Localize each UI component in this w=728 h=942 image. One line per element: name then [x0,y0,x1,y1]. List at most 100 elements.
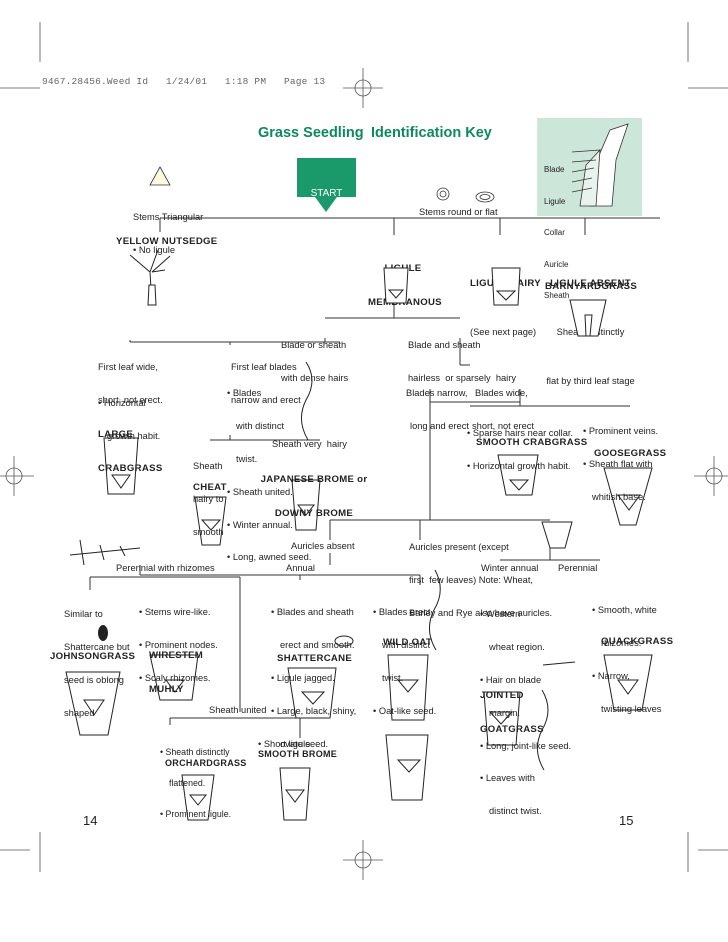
orchardgrass: ORCHARDGRASS [165,758,247,768]
page-number-left: 14 [83,813,98,828]
wildoat-bullet-2: with distinct [382,639,431,650]
print-slug: 9467.28456.Weed Id 1/24/01 1:18 PM Page … [42,76,326,87]
goose-bullet-1: • Prominent veins. [583,425,659,436]
wild-oat: WILD OAT [383,637,433,648]
seedling-drawing-icon [129,249,171,306]
goose-bullets: • Prominent veins. • Sheath flat with wh… [583,404,658,514]
shatter-bullets: • Blades and sheath erect and smooth. • … [271,585,356,761]
narrow-bullet-2: with distinct [236,420,285,431]
goosegrass: GOOSEGRASS [594,448,667,459]
japanese-brome: JAPANESE BROME or DOWNY BROME [259,451,369,530]
seedling-drawing-icon [287,667,337,719]
quackgrass: QUACKGRASS [601,636,674,647]
japanese-brome-line1: JAPANESE BROME or [260,473,368,485]
smooth-brome: SMOOTH BROME [258,749,338,759]
goose-bullet-2: • Sheath flat with [583,458,653,469]
goose-bullet-3: whitish base. [592,491,646,502]
ligule-hairy-line1: LIGULE HAIRY [470,277,541,289]
narrow-bullet-3: twist. [236,453,258,464]
seedling-drawing-icon [569,299,607,337]
japanese-brome-line2: DOWNY BROME [274,507,354,519]
wirestem-muhly: WIRESTEM MUHLY [149,627,203,706]
label-auricle: Auricle [544,259,569,269]
blades-narrow-line1: Blades narrow, [406,387,468,398]
barnyardgrass: BARNYARDGRASS [545,281,638,292]
blade-dense-hairs-line2: with dense hairs [281,372,349,383]
quack-bullet-4: twisting leaves [601,703,662,714]
annual: Annual [286,563,315,573]
ligule-hairy: LIGULE HAIRY (See next page) [470,240,541,357]
sparse-bullets: • Sparse hairs near collar. • Horizontal… [467,406,573,483]
western-bullets: • Western wheat region. • Hair on blade … [480,587,571,828]
horizontal-habit-line2: growth habit. [107,430,161,441]
seedling-drawing-icon [383,267,409,304]
blades-narrow-line2: long and erect [410,420,469,431]
narrow-bullet-6: • Long, awned seed. [227,552,312,563]
registration-mark-icon [343,68,383,108]
seedling-drawing-icon [149,654,199,701]
seedling-drawing-icon [387,654,429,721]
seed-icon [334,635,354,647]
first-leaf-narrow-line2: narrow and erect [231,394,301,405]
shattercane: SHATTERCANE [277,653,353,664]
blades-wide-line1: Blades wide, [475,387,528,398]
similar-line-4: shaped [64,707,95,718]
horizontal-habit: • Horizontal growth habit. [98,376,160,453]
seed-icon [98,625,108,641]
ligule-absent: LIGULE ABSENT Sheath distinctly flat by … [543,240,638,405]
triangle-stem-icon [149,166,171,186]
first-leaf-narrow-line1: First leaf blades [231,361,297,372]
jointed-goatgrass-line2: GOATGRASS [480,723,544,735]
blades-wide: Blades wide, short, not erect [472,366,534,443]
johnsongrass: JOHNSONGRASS [50,651,136,662]
sheath-hairy-line2: hairy to [193,493,224,504]
twist-icon [429,569,441,651]
seedling-drawing-icon [65,671,121,736]
perennial: Perennial [558,563,598,573]
registration-mark-icon [0,456,34,496]
sheath-hairy-line1: Sheath [193,460,223,471]
orchard-bullet-3: • Prominent ligule. [160,809,232,819]
shatter-bullet-5: ovate seed. [280,738,329,749]
wildoat-bullet-4: • Oat-like seed. [373,705,437,716]
cheat: CHEAT [193,482,227,493]
wildoat-bullet-1: • Blades erect [373,606,431,617]
label-sheath: Sheath [544,291,570,300]
sparse-bullet-1: • Sparse hairs near collar. [467,427,574,438]
stems-triangular: Stems Triangular • No ligule [133,190,203,267]
quack-bullets: • Smooth, white rhizomes. • Narrow, twis… [592,583,661,726]
orchard-bullets: • Sheath distinctly flattened. • Promine… [160,726,231,830]
blade-dense-hairs: Blade or sheath with dense hairs [281,318,348,395]
quack-bullet-3: • Narrow, [592,670,630,681]
seedling-drawing-icon [181,774,215,821]
quack-bullet-2: rhizomes. [601,637,642,648]
similar-line-2: Shattercane but [64,641,130,652]
start-line-1: START [310,188,343,199]
wirestem-line1: WIRESTEM [149,649,204,661]
shatter-bullet-2: erect and smooth. [280,639,355,650]
blade-dense-hairs-line1: Blade or sheath [281,339,347,350]
sheath-hairy: Sheath hairy to smooth [193,439,224,549]
wildoat-bullet-3: twist. [382,672,404,683]
seedling-drawing-icon [497,454,539,496]
horizontal-habit-line1: • Horizontal [98,397,146,408]
winter-annual: Winter annual [481,563,539,573]
sheath-very-hairy: Sheath very hairy [272,439,347,449]
ligule-absent-line2: Sheath distinctly [556,326,625,337]
ligule-absent-line1: LIGULE ABSENT [550,277,631,289]
western-bullet-1: • Western [480,608,521,619]
wire-bullet-1: • Stems wire-like. [139,606,211,617]
label-blade: Blade [544,165,565,174]
seedling-drawing-icon [69,539,141,566]
smooth-crabgrass: SMOOTH CRABGRASS [476,437,588,448]
anatomy-labels: Blade Ligule Collar Auricle Sheath [544,144,569,312]
seedling-drawing-icon [603,467,653,526]
sparse-bullet-2: • Horizontal growth habit. [467,460,571,471]
shatter-bullet-4: • Large, black, shiny, [271,705,357,716]
seedling-drawing-icon [541,521,573,549]
